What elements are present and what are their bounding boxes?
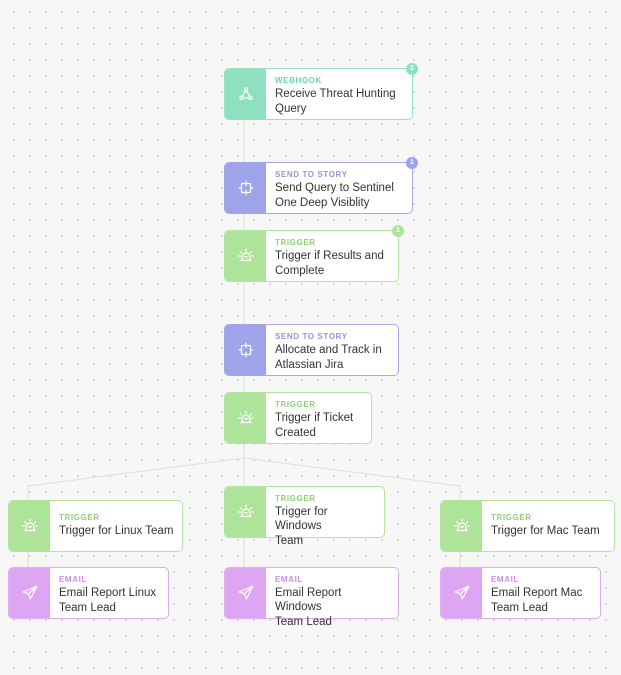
connection-line [243,444,461,500]
send-to-story-icon [225,325,266,375]
trigger-icon [225,487,266,537]
node-type-label: TRIGGER [275,400,316,409]
connection-line [27,444,245,500]
node-type-label: TRIGGER [275,238,316,247]
node-title-line: Allocate and Track in [275,344,382,356]
node-type-label: TRIGGER [491,513,532,522]
trigger-icon [9,501,50,551]
node-type-label: SEND TO STORY [275,332,348,341]
node-type-label: EMAIL [59,575,87,584]
node-title-line: Email Report Windows [275,587,342,613]
node-title-line: Team Lead [491,602,548,614]
email-icon [9,568,50,618]
node-title-line: Trigger for Linux Team [59,525,174,537]
node-title-line: Receive Threat Hunting [275,88,396,100]
node-title-line: Created [275,427,316,439]
event-count-badge[interactable]: 1 [406,63,418,75]
node-title-line: Atlassian Jira [275,359,344,371]
node-title-line: One Deep Visiblity [275,197,370,209]
email-icon [441,568,482,618]
event-count-badge[interactable]: 1 [392,225,404,237]
node-trigger[interactable]: TRIGGER Trigger for Mac Team [440,500,615,552]
node-send-to-story[interactable]: SEND TO STORY Allocate and Track in Atlass… [224,324,399,376]
node-title-line: Complete [275,265,325,277]
send-to-story-icon [225,163,266,213]
node-text: TRIGGER Trigger for Mac Team [482,501,608,551]
event-count-badge[interactable]: 1 [406,157,418,169]
trigger-icon [225,393,266,443]
node-text: TRIGGER Trigger for Linux Team [50,501,181,551]
node-type-label: TRIGGER [59,513,100,522]
node-type-label: WEBHOOK [275,76,322,85]
node-title-line: Trigger for Windows [275,506,328,532]
node-type-label: EMAIL [491,575,519,584]
webhook-icon [225,69,266,119]
node-title-line: Query [275,103,307,115]
node-title-line: Team [275,535,304,547]
node-title-line: Team Lead [59,602,116,614]
node-type-label: TRIGGER [275,494,316,503]
node-title-line: Email Report Mac [491,587,583,599]
node-title-line: Team Lead [275,616,332,628]
node-title-line: Email Report Linux [59,587,157,599]
node-trigger[interactable]: TRIGGER Trigger for Linux Team [8,500,183,552]
node-text: SEND TO STORY Allocate and Track in Atlass… [266,325,390,375]
node-title-line: Trigger if Ticket [275,412,354,424]
node-title-line: Send Query to Sentinel [275,182,394,194]
node-title-line: Trigger for Mac Team [491,525,600,537]
node-type-label: EMAIL [275,575,303,584]
node-type-label: SEND TO STORY [275,170,348,179]
trigger-icon [225,231,266,281]
node-title-line: Trigger if Results and [275,250,384,262]
email-icon [225,568,266,618]
trigger-icon [441,501,482,551]
